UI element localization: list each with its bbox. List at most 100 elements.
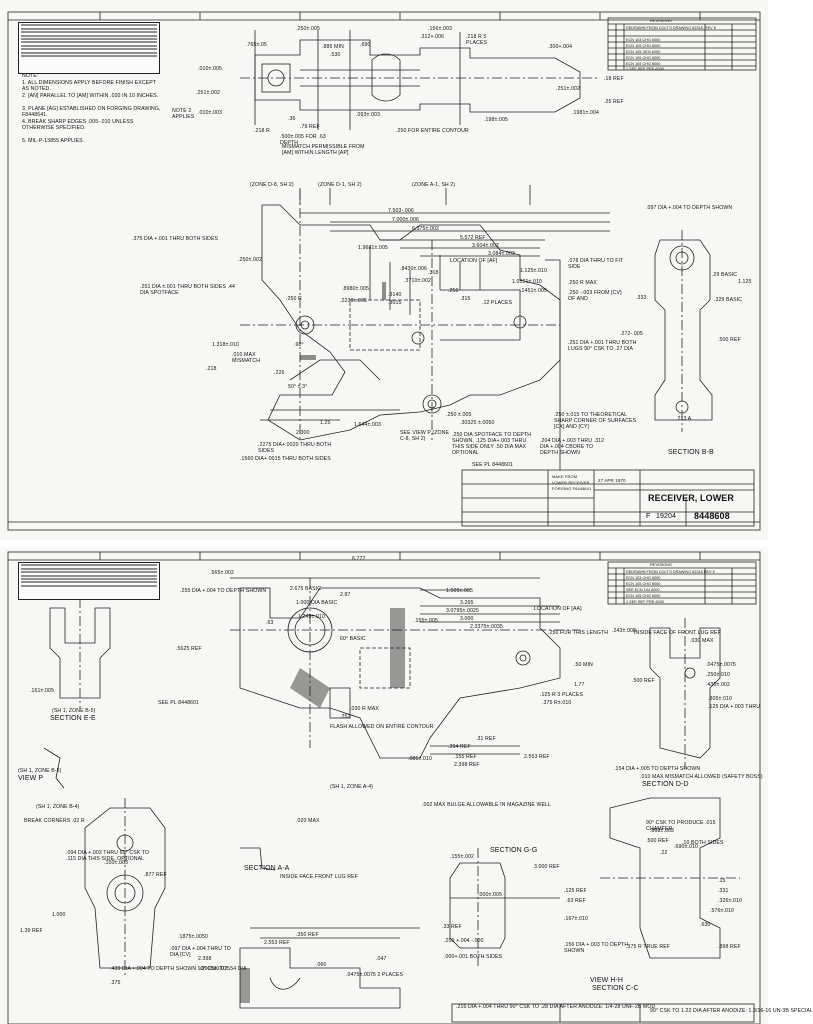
dim: .331: [718, 888, 729, 894]
dim: .250±.005: [296, 26, 320, 32]
dim: .439 DIA +.004 TO DEPTH SHOWN 90° CSK TO…: [110, 966, 247, 972]
dim: .250±.010: [706, 672, 730, 678]
dim: .29 BASIC: [712, 272, 738, 278]
dim: .125 REF: [564, 888, 587, 894]
drawing-size: F: [646, 513, 651, 520]
dim: .250 R: [286, 296, 302, 302]
dim: INSIDE FACE FRONT LUG REF: [280, 874, 358, 880]
section-label: SECTION B-B: [668, 449, 714, 456]
dim: .010 MAX MISMATCH: [232, 352, 261, 364]
dim: .250 R MAX: [568, 280, 597, 286]
dim: (ZONE D-1, SH 2): [318, 182, 362, 188]
dim: .250 ±.015 TO THEORETICAL SHARP CORNER O…: [554, 412, 637, 430]
dim: 2.87: [340, 592, 351, 598]
dim: .315: [460, 296, 471, 302]
revisions-heading: REVISIONS: [650, 562, 672, 567]
dim: .630: [700, 922, 711, 928]
dim: .8980±.005: [342, 286, 369, 292]
dim: 90° CSK TO PRODUCE .015 CHAMFER: [646, 820, 716, 832]
revision-row: REDRAWN FROM COLT'S DRAWING 62318, REV E: [626, 26, 717, 30]
dim: .154 DIA +.005 TO DEPTH SHOWN: [614, 766, 701, 772]
dim: .125 DIA +.003 THRU: [708, 704, 761, 710]
drawing-number: 8448608: [694, 511, 730, 521]
dim: .350 REF: [296, 932, 319, 938]
dim: .300+.004: [548, 44, 573, 50]
dim: .060: [316, 962, 327, 968]
revisions-heading: REVISIONS: [650, 18, 672, 23]
dim: 60° BASIC: [340, 636, 366, 642]
dim: .885 MIN: [322, 44, 344, 50]
sheet-gap: [0, 540, 768, 548]
dim: 90° CSK TO 1.22 DIA AFTER ANODIZE: 1.3/1…: [650, 1008, 813, 1014]
dim: .085±.010: [408, 756, 432, 762]
dim: .1560 DIA+.0015 THRU BOTH SIDES: [240, 456, 331, 462]
dim: 6.777: [352, 556, 366, 562]
dim: .3015: [388, 300, 402, 306]
dim: 5.572 REF: [460, 235, 486, 241]
sheet1-linework: [7, 11, 761, 531]
dim: .256: [448, 288, 459, 294]
drawing-sheet-2: REVISIONS REDRAWN FROM COLT'S DRAWING 62…: [0, 548, 813, 1024]
dim: .333: [636, 295, 647, 301]
dim: .204 DIA +.003 THRU .312 DIA +.004 CBORE…: [540, 438, 605, 456]
note-5: 5. MIL-P-13855 APPLIES.: [22, 138, 85, 144]
dim: .250 -.003 FROM [CV] OF AND: [568, 290, 622, 302]
dim: LOCATION OF [AA]: [534, 606, 582, 612]
dim: .252: [340, 714, 351, 720]
dim: .093±.003: [356, 112, 380, 118]
dim: 1.249±.010: [298, 614, 325, 620]
dim: 1.509±.005: [446, 588, 473, 594]
sheet2-linework: [7, 551, 761, 1024]
dim: .898 REF: [718, 944, 741, 950]
dim: 1.0551±.010: [512, 279, 542, 285]
dim: .60°: [294, 342, 304, 348]
dim: .10 BOTH SIDES: [682, 840, 724, 846]
notes-heading: NOTE:: [22, 73, 39, 79]
dim: 50° ±.3°: [288, 384, 308, 390]
dim: 1.644±.003: [354, 422, 381, 428]
dim: .226: [274, 370, 285, 376]
revision-row: ECN 105 CHG 6000: [626, 44, 661, 48]
section-label: SECTION A-A: [244, 865, 290, 872]
section-label: SECTION C-C: [592, 985, 639, 992]
forging-note: MAKE FROM LOWER RECEIVER FORGING F844864…: [552, 474, 592, 491]
dim: .2275 DIA+.0020 THRU BOTH SIDES: [258, 442, 332, 454]
dim: .326±.010: [718, 898, 742, 904]
dim: .63: [266, 620, 274, 626]
dim: 7.000±.006: [392, 217, 419, 223]
dim: .3710±.002: [404, 278, 431, 284]
dim: .216 DIA +.004 THRU 90° CSK TO .28 DIA A…: [456, 1004, 656, 1010]
dim: (SH 1, ZONE A-4): [330, 784, 374, 790]
dim: (ZONE A-1, SH 2): [412, 182, 456, 188]
dim: .030 MAX: [690, 638, 714, 644]
note-2: 2. [AN] PARALLEL TO [AM] WITHIN .020 IN …: [22, 93, 159, 99]
dim: .250±.002: [238, 257, 262, 263]
dim: .272-.005: [620, 331, 643, 337]
dim: .50 MIN: [574, 662, 593, 668]
dim: .0475±.0075 2 PLACES: [346, 972, 404, 978]
dim: .167±.010: [564, 916, 588, 922]
dim: BREAK CORNERS .02 R: [24, 818, 85, 824]
drawing-sheet-1: NOTE: 1. ALL DIMENSIONS APPLY BEFORE FIN…: [0, 0, 768, 540]
dim: .251±.002: [556, 86, 580, 92]
dim: INSIDE FACE OF FRONT LUG REF: [634, 630, 721, 636]
dim: 1.125: [738, 279, 752, 285]
dim: 2.398 REF: [454, 762, 480, 768]
section-label: SECTION G-G: [490, 847, 538, 854]
dim: .690: [360, 42, 371, 48]
section-label: SECTION D-D: [642, 781, 689, 788]
dim: .375 R±.010: [542, 700, 572, 706]
dim: .010±.003: [198, 110, 222, 116]
note-4: 4. BREAK SHARP EDGES .005-.010 UNLESS OT…: [22, 119, 134, 131]
dim: 6.375±.002: [412, 226, 439, 232]
dim: .020 MAX: [296, 818, 320, 824]
dim: 1.318±.010: [212, 342, 239, 348]
revision-row: ECN 105 GEN 6000: [626, 50, 661, 54]
dim: 1.125±.010: [520, 268, 547, 274]
dim: .36: [288, 116, 296, 122]
dim: .33 REF: [442, 924, 462, 930]
dim: 1.000: [52, 912, 66, 918]
dim: 1.25: [320, 420, 331, 426]
dim: .1981±.004: [572, 110, 599, 116]
dim: .375 DIA +.001 THRU BOTH SIDES: [132, 236, 219, 242]
